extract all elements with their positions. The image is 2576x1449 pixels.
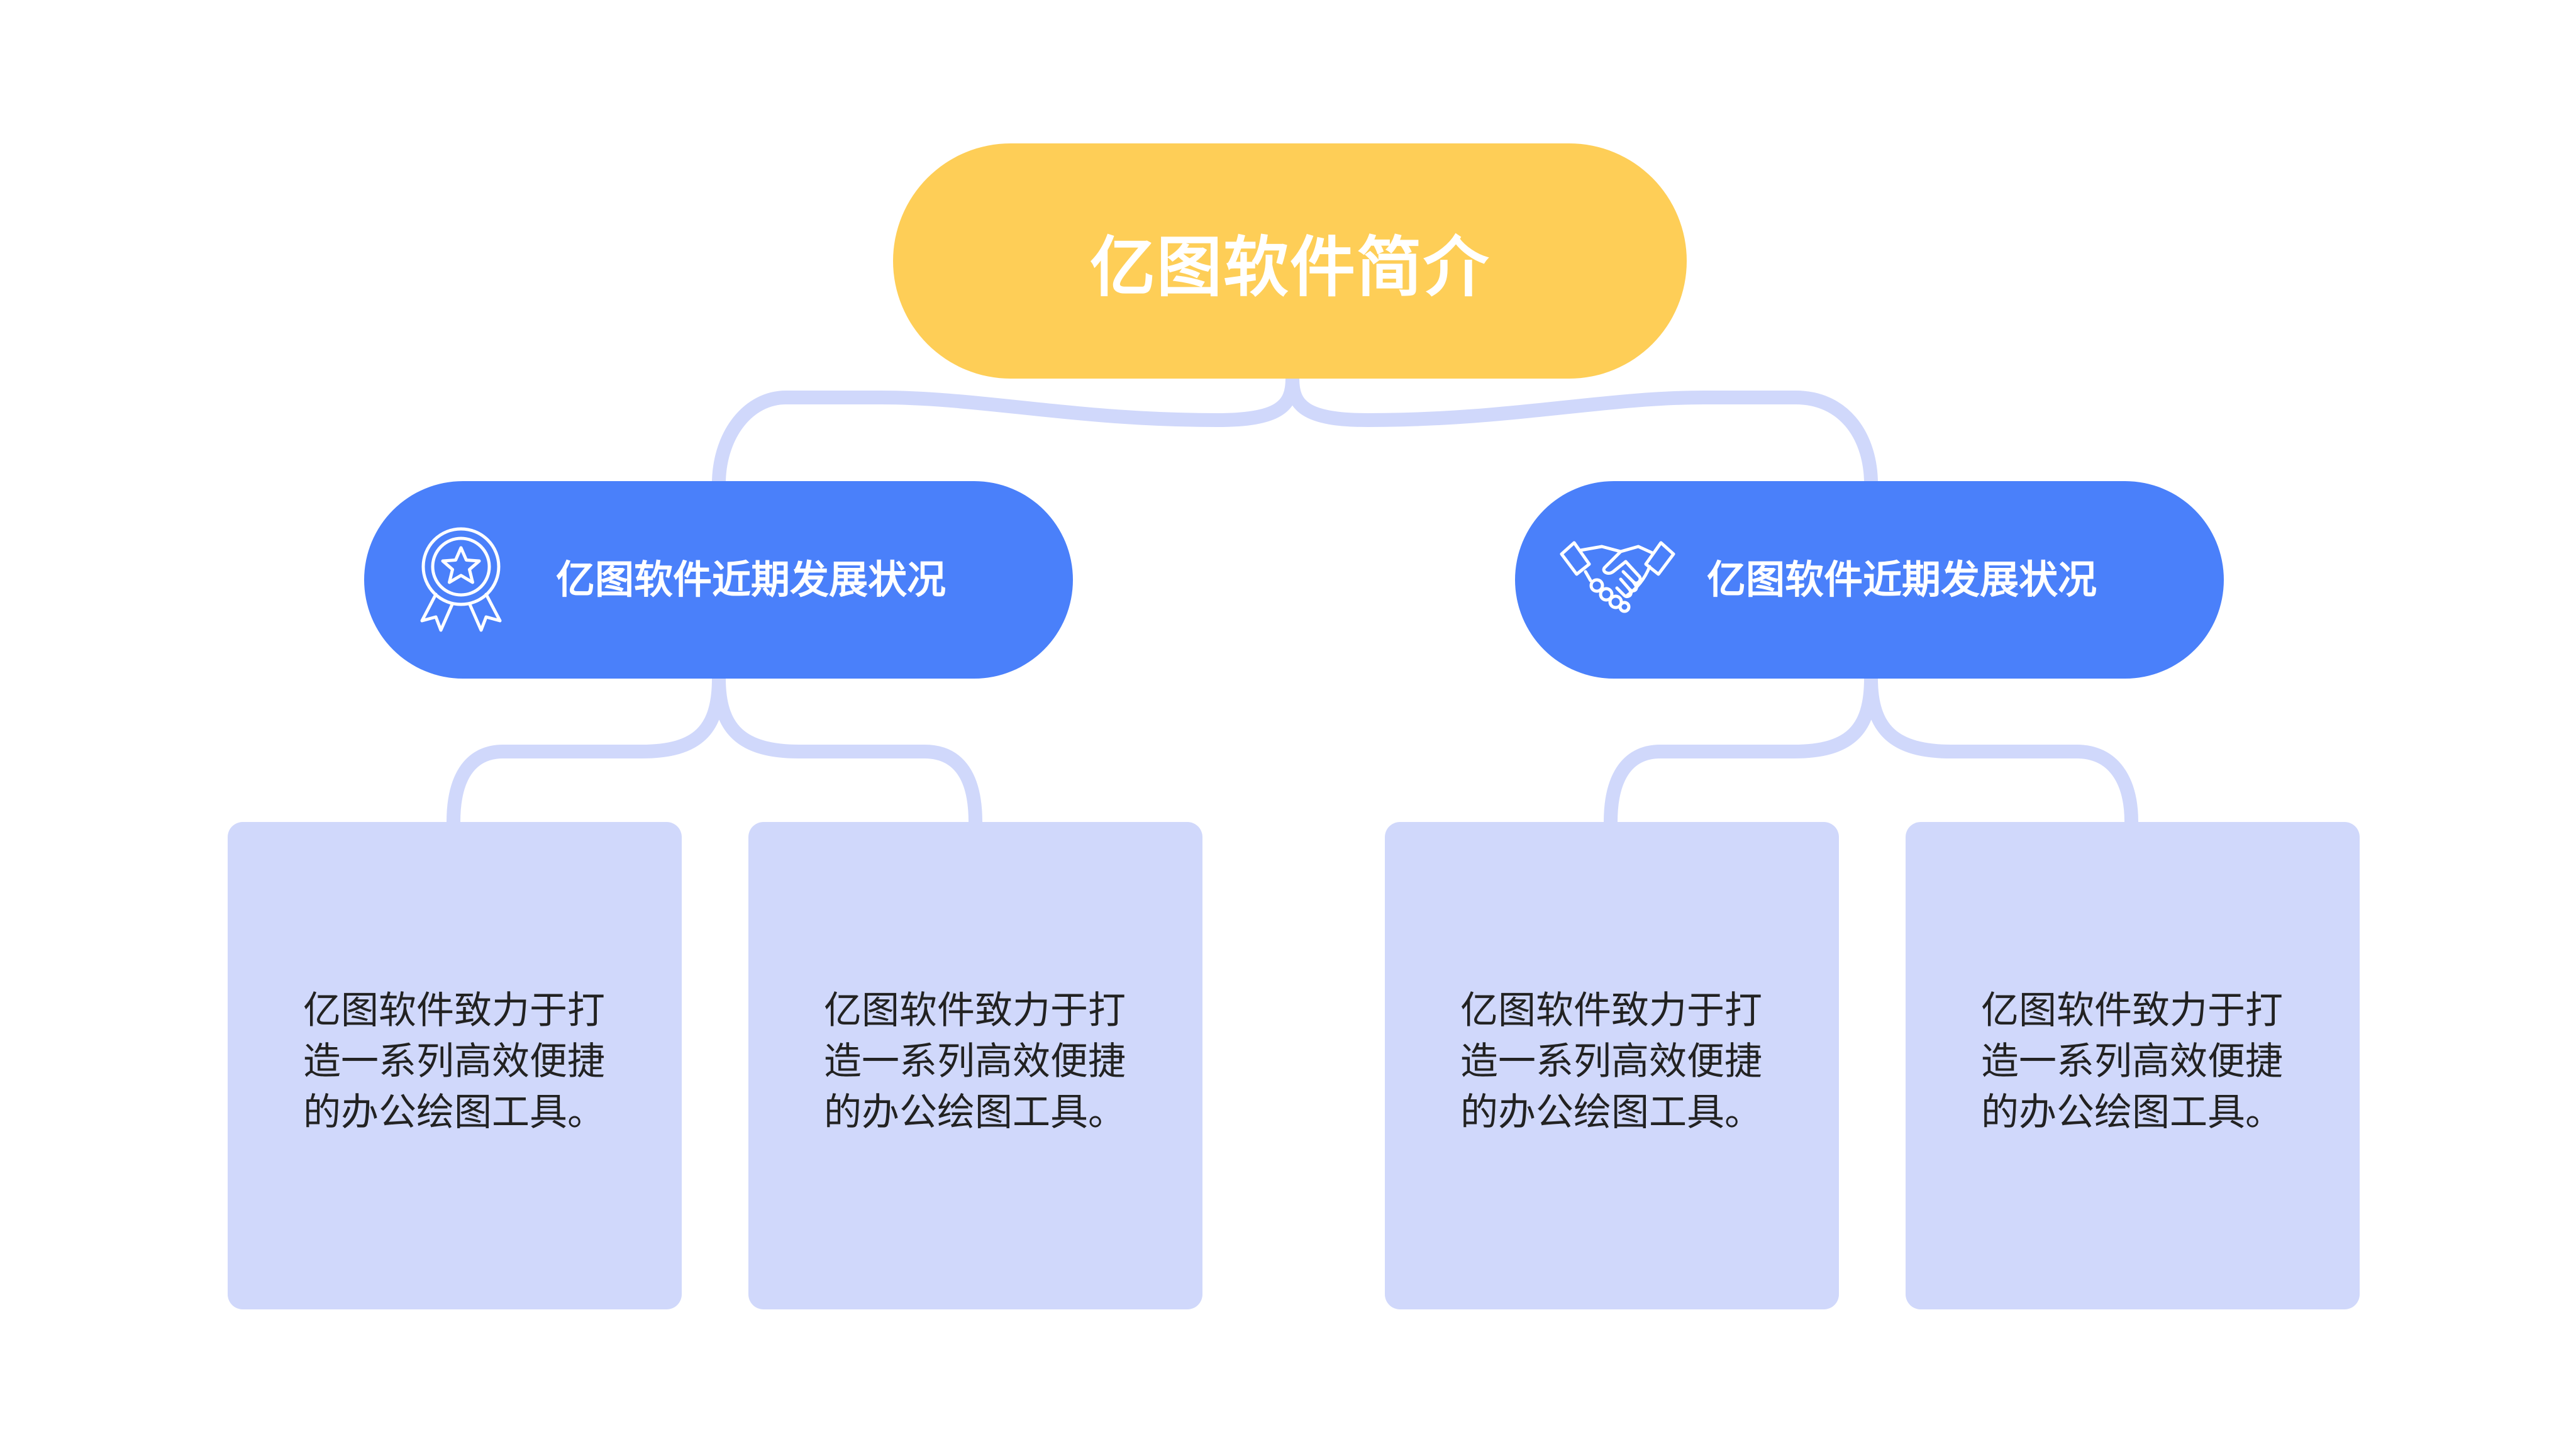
connector-root-left <box>712 372 1299 488</box>
card-text: 亿图软件致力于打造一系列高效便捷的办公绘图工具。 <box>1981 989 2283 1135</box>
handshake-icon <box>1560 541 1675 613</box>
award-badge-icon <box>420 527 502 632</box>
connector-right-card-1 <box>1604 672 1878 829</box>
connector-left-card-1 <box>447 672 726 829</box>
card-right-1[interactable]: 亿图软件致力于打造一系列高效便捷的办公绘图工具。 <box>1385 822 1839 1309</box>
root-node[interactable]: 亿图软件简介 <box>893 143 1687 379</box>
card-right-2[interactable]: 亿图软件致力于打造一系列高效便捷的办公绘图工具。 <box>1906 822 2360 1309</box>
root-title: 亿图软件简介 <box>1089 228 1490 306</box>
connector-right-card-2 <box>1864 672 2138 829</box>
card-text: 亿图软件致力于打造一系列高效便捷的办公绘图工具。 <box>824 989 1126 1135</box>
connector-root-right <box>1285 372 1878 488</box>
card-left-2[interactable]: 亿图软件致力于打造一系列高效便捷的办公绘图工具。 <box>748 822 1202 1309</box>
card-left-1[interactable]: 亿图软件致力于打造一系列高效便捷的办公绘图工具。 <box>228 822 682 1309</box>
branch-node-left[interactable]: 亿图软件近期发展状况 <box>364 481 1073 679</box>
card-text: 亿图软件致力于打造一系列高效便捷的办公绘图工具。 <box>1460 989 1762 1135</box>
branch-node-right[interactable]: 亿图软件近期发展状况 <box>1515 481 2224 679</box>
branch-title: 亿图软件近期发展状况 <box>1707 557 2097 602</box>
card-text: 亿图软件致力于打造一系列高效便捷的办公绘图工具。 <box>303 989 605 1135</box>
connector-left-card-2 <box>712 672 982 829</box>
branch-title: 亿图软件近期发展状况 <box>556 557 947 602</box>
